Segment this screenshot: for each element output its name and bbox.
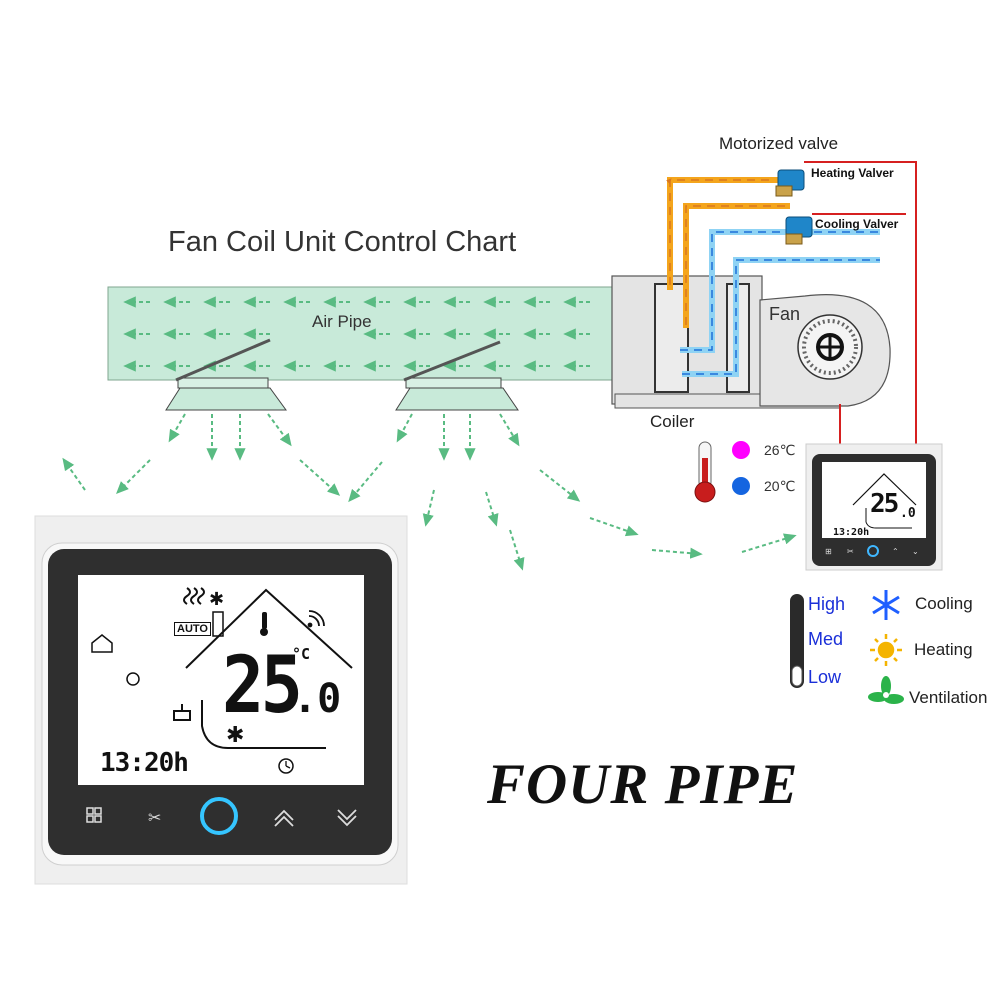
- diagram-title: Fan Coil Unit Control Chart: [168, 226, 517, 258]
- lcd-auto-badge: AUTO: [174, 622, 211, 636]
- diffuser-right: [395, 340, 519, 411]
- temp-high-label: 26℃: [764, 442, 796, 458]
- down-button-icon: [337, 809, 357, 821]
- motorized-valve-label: Motorized valve: [719, 134, 839, 153]
- large-thermostat: ✱ ✱ ✂: [34, 515, 408, 885]
- snowflake-lcd-icon: ✱: [226, 722, 244, 747]
- valve-icon: [173, 704, 191, 721]
- control-wires: [804, 161, 917, 446]
- home-away-icon: [91, 634, 113, 653]
- cooling-valve-label: Cooling Valver: [815, 217, 899, 231]
- heating-valve: [775, 169, 805, 197]
- speed-med-label: Med: [808, 629, 844, 649]
- up-button-icon: [274, 809, 294, 821]
- air-duct: [107, 286, 614, 381]
- small-thermostat: ⊞ ✂ ⌃ ⌄: [805, 443, 943, 571]
- fan-coil-unit: [611, 275, 891, 409]
- speed-low-label: Low: [808, 667, 842, 687]
- small-lcd-decimal: .0: [900, 506, 916, 521]
- lcd-temperature-decimal: .0: [293, 676, 342, 722]
- clock-icon: [278, 758, 294, 774]
- air-pipe-label: Air Pipe: [312, 312, 372, 331]
- thermometer-icon-lcd: [260, 612, 268, 636]
- temp-low-label: 20℃: [764, 478, 796, 494]
- fan-symbol-icon: ✱: [209, 589, 224, 609]
- lcd-unit: °C: [292, 645, 311, 663]
- schedule-icon: [126, 672, 140, 686]
- mode-cooling-label: Cooling: [915, 594, 973, 613]
- snowflake-icon: [872, 590, 900, 620]
- cold-temp-dot: [732, 477, 750, 495]
- small-lcd-time: 13:20h: [833, 527, 870, 538]
- fan-blade-icon: [868, 676, 904, 704]
- fan-button-icon: ✂: [148, 810, 161, 827]
- mode-ventilation-label: Ventilation: [909, 688, 988, 707]
- duct-arrows: [123, 296, 590, 372]
- svg-text:⌃: ⌃: [892, 547, 899, 556]
- svg-text:⌄: ⌄: [912, 547, 919, 556]
- wifi-icon: [307, 610, 325, 628]
- coiler-label: Coiler: [650, 412, 695, 431]
- sun-icon: [870, 634, 902, 666]
- hot-temp-dot: [732, 441, 750, 459]
- fan-speed-bar: [790, 594, 804, 688]
- svg-text:✂: ✂: [847, 547, 854, 556]
- small-lcd-temperature: 25: [870, 489, 899, 519]
- fan-label: Fan: [769, 304, 801, 324]
- svg-text:⊞: ⊞: [825, 547, 832, 556]
- heating-valve-label: Heating Valver: [811, 166, 894, 180]
- lcd-temperature: 25: [222, 641, 303, 731]
- diffuser-left: [165, 338, 287, 411]
- lcd-time: 13:20h: [100, 748, 189, 778]
- thermometer-icon: [694, 441, 716, 503]
- caption: FOUR PIPE: [487, 753, 799, 816]
- power-button-icon: [200, 797, 238, 835]
- speed-high-label: High: [808, 594, 846, 614]
- cooling-valve: [785, 216, 813, 245]
- menu-button-icon: [86, 807, 102, 823]
- fan-wind-icon: [183, 587, 205, 605]
- supply-air-arrows: [62, 413, 797, 571]
- mode-heating-label: Heating: [914, 640, 973, 659]
